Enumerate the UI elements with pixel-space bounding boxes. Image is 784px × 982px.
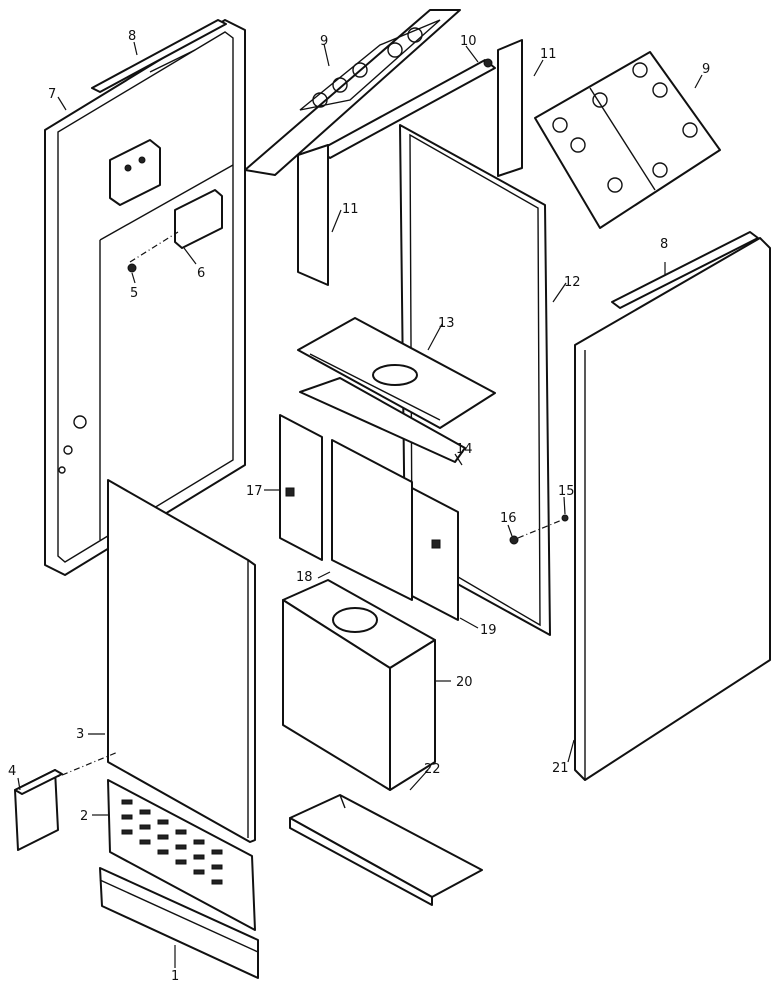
callout-1: 1 [171,969,179,982]
callout-8-right: 8 [660,237,668,252]
callout-9-right: 9 [702,62,710,77]
part-4-block [14,751,119,851]
part-7-left-side-panel [44,19,246,576]
part-11-strip-center [297,144,329,286]
part-2-grille [107,779,256,931]
callout-13: 13 [438,316,455,331]
part-9-top-panel-left [244,9,461,176]
part-3-front-panel [107,479,256,843]
callout-16: 16 [500,511,517,526]
callout-2: 2 [80,809,88,824]
part-18-center-divider [331,439,413,601]
callout-19: 19 [480,623,497,638]
callout-5: 5 [130,286,138,301]
part-20-blower-box [282,579,436,791]
leader-lines [17,41,703,968]
part-16-clip [509,519,563,545]
part-5-screw [127,263,137,273]
part-14-rail [299,377,466,463]
callout-10: 10 [460,34,477,49]
part-17-left-divider [279,414,323,561]
callout-11-center: 11 [342,202,359,217]
part-22-drain-tray [289,794,483,906]
callout-18: 18 [296,570,313,585]
part-13-blower-deck [297,317,496,429]
part-1-kick-strip [99,867,259,979]
part-8-top-strip-left [91,19,227,93]
callout-15: 15 [558,484,575,499]
callout-8-left: 8 [128,29,136,44]
callout-20: 20 [456,675,473,690]
callout-6: 6 [197,266,205,281]
part-6-bracket [109,139,223,263]
callout-9-left: 9 [320,34,328,49]
part-21-right-side-panel [574,237,771,781]
callout-12: 12 [564,275,581,290]
callout-21: 21 [552,761,569,776]
callout-22: 22 [424,762,441,777]
callout-7: 7 [48,87,56,102]
callout-3: 3 [76,727,84,742]
part-11-strip-right [497,39,523,177]
callout-11-right: 11 [540,47,557,62]
callout-4: 4 [8,764,16,779]
part-8-top-strip-right [611,231,759,309]
callout-17: 17 [246,484,263,499]
part-9-top-panel-right [534,51,721,229]
callout-14: 14 [456,442,473,457]
callout-labels: 1 2 3 4 5 6 7 8 9 10 11 9 11 8 12 13 14 … [8,29,710,982]
grille-slots [121,799,223,885]
part-15-screw [561,514,569,522]
part-19-right-divider [411,487,459,621]
